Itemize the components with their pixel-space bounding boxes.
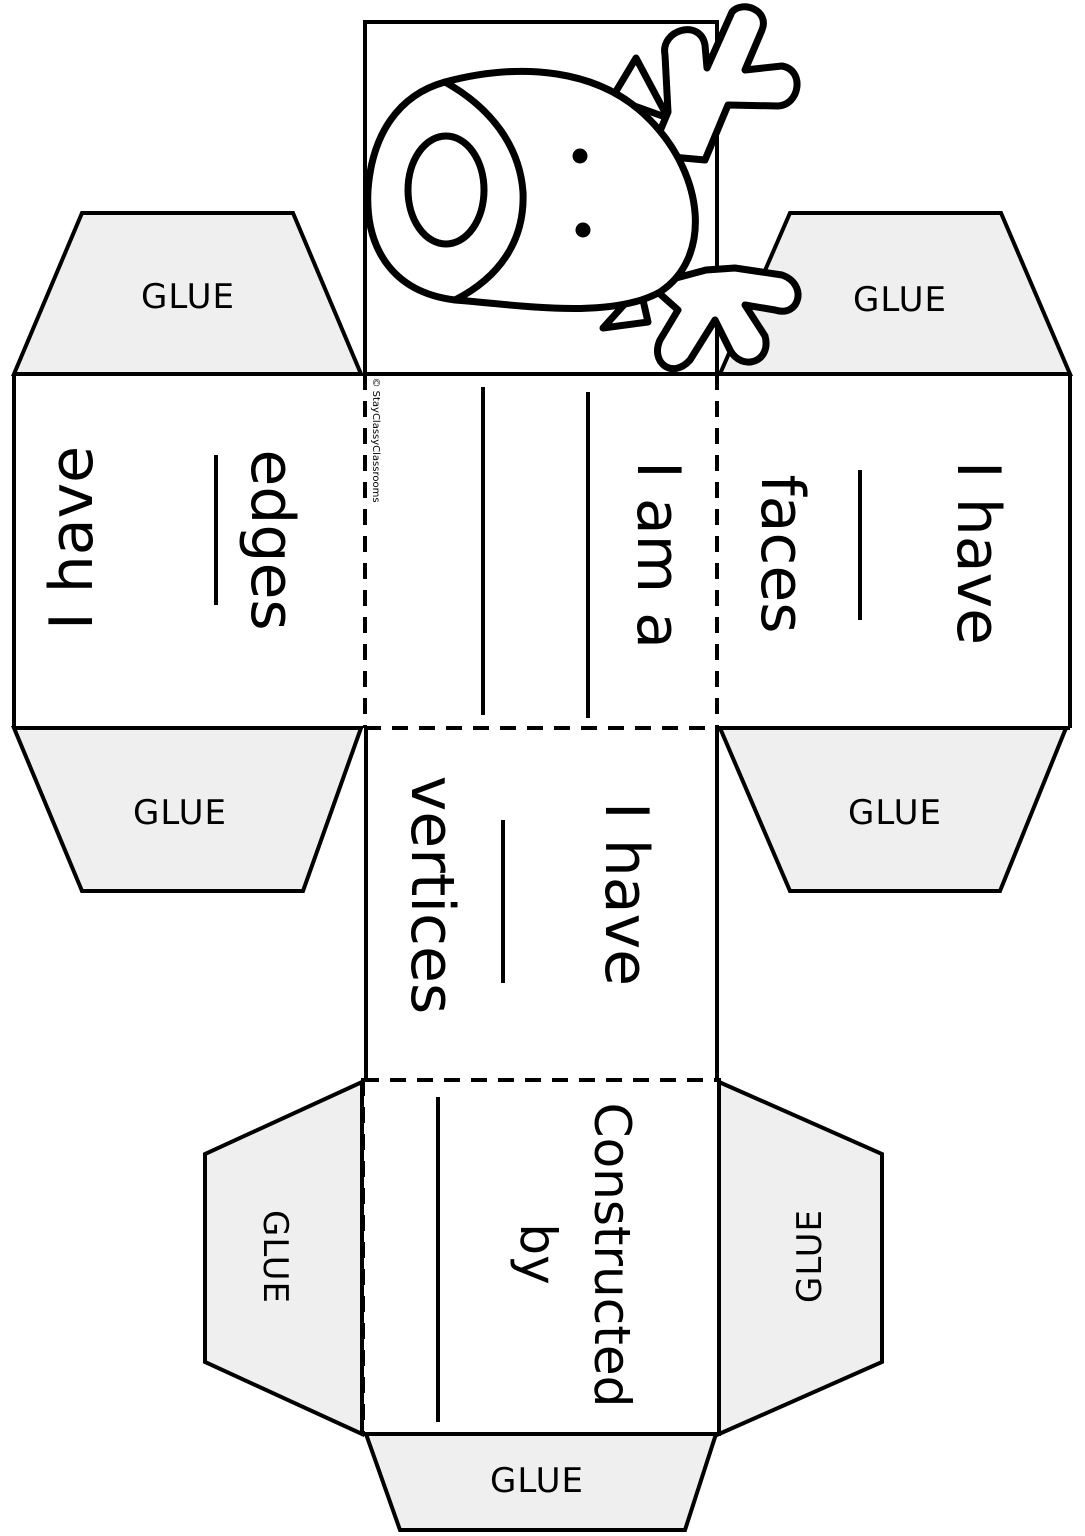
constructed-line2: by <box>509 1223 567 1285</box>
fold-lines-bottom-panel <box>361 1078 721 1436</box>
glue-label-mid-left: GLUE <box>133 793 227 833</box>
glue-label-lower-left: GLUE <box>255 1210 295 1304</box>
glue-tab-mid-right <box>716 726 1069 893</box>
glue-tab-lower-right <box>717 1078 884 1438</box>
glue-tab-lower-left <box>203 1078 364 1438</box>
glue-tab-top-right <box>716 211 1074 376</box>
edges-line1: I have <box>37 446 107 630</box>
glue-label-top-right: GLUE <box>853 280 947 320</box>
edges-line2: edges <box>237 449 307 631</box>
glue-label-bottom: GLUE <box>490 1461 584 1501</box>
vertices-line1: I have <box>591 802 661 986</box>
glue-label-mid-right: GLUE <box>848 793 942 833</box>
faces-line2: faces <box>747 474 817 634</box>
shape-line1: I am a <box>623 461 693 649</box>
faces-line1: I have <box>943 461 1013 645</box>
glue-label-top-left: GLUE <box>141 277 235 317</box>
fold-lines-middle-row <box>14 372 1070 730</box>
reindeer-head-icon <box>364 3 802 373</box>
constructed-line1: Constructed <box>583 1102 641 1408</box>
copyright-text: © StayClassyClassrooms <box>370 377 381 503</box>
vertices-line2: vertices <box>397 775 467 1015</box>
glue-label-lower-right: GLUE <box>790 1209 830 1303</box>
glue-tab-bottom <box>363 1432 719 1532</box>
